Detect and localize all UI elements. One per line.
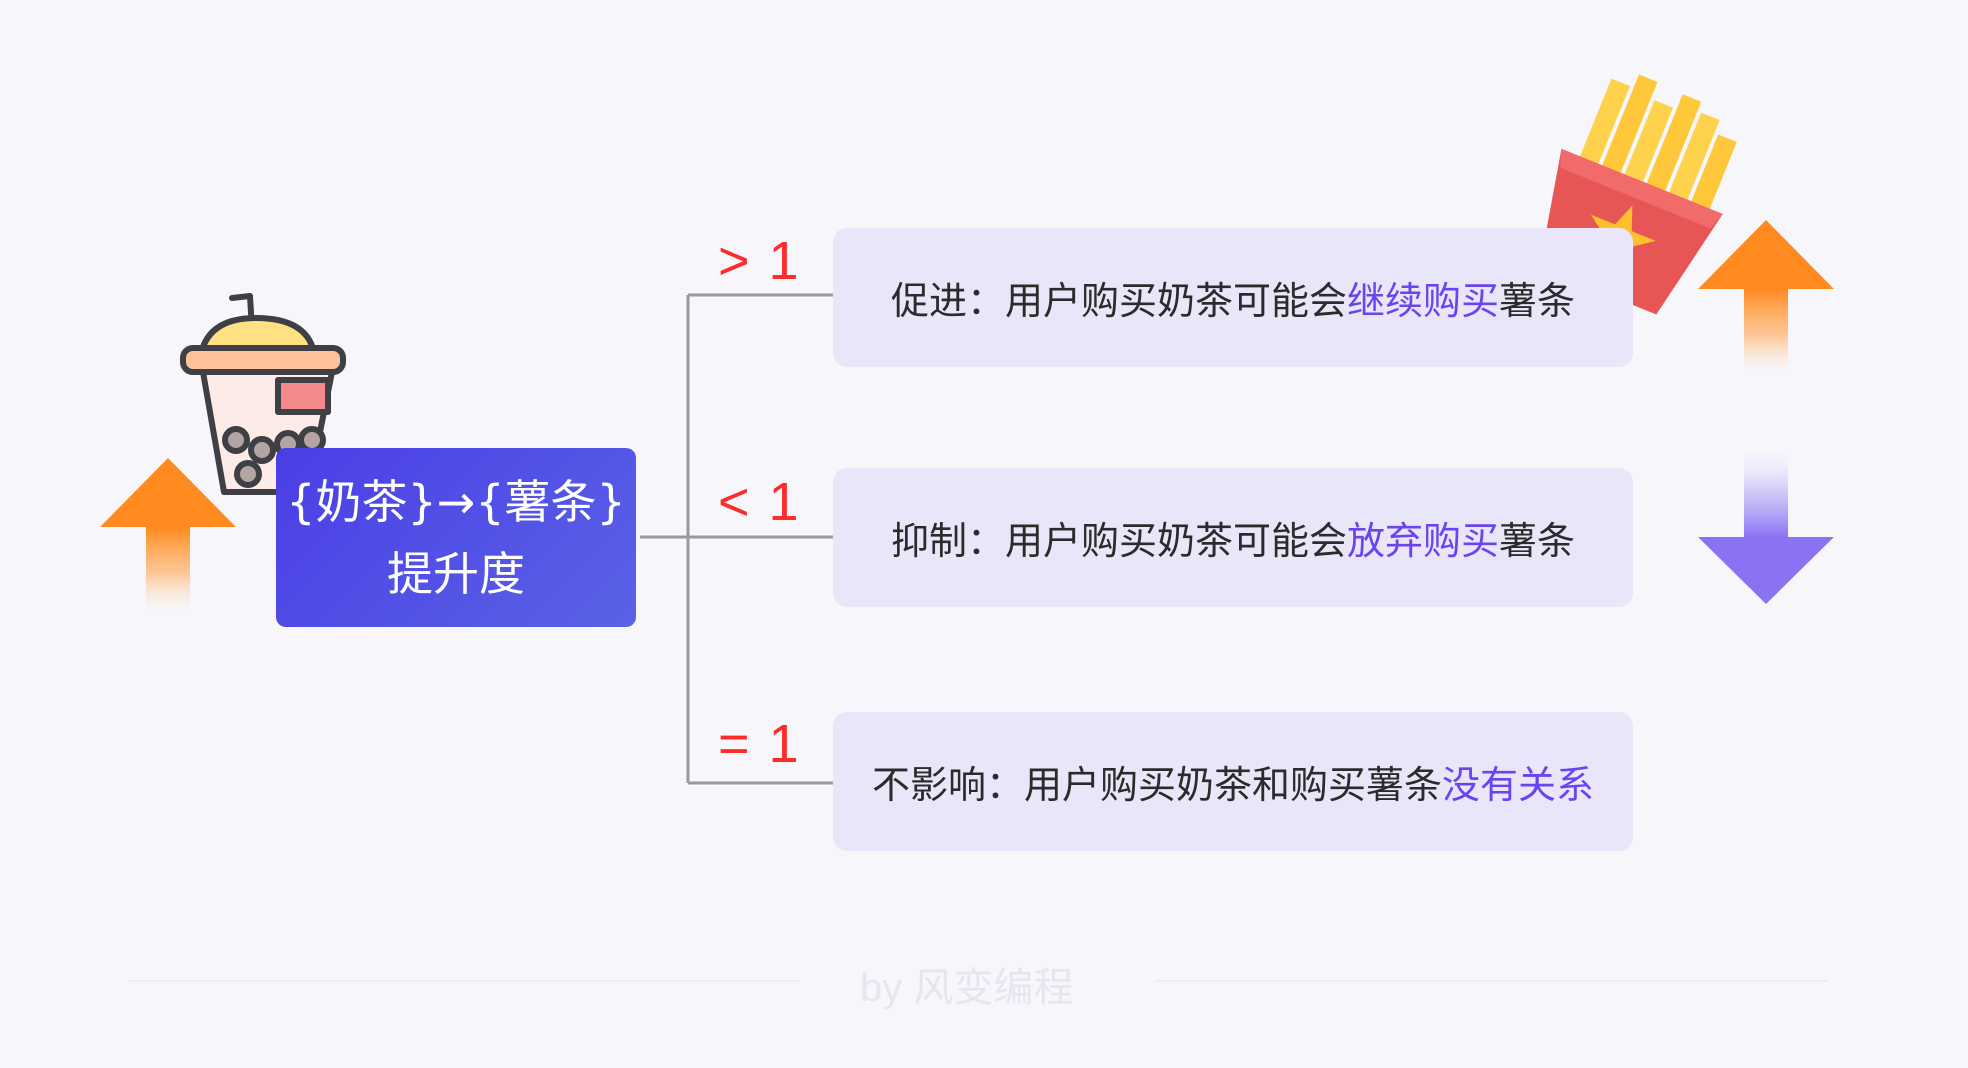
condition-label-greater: > 1	[718, 231, 801, 291]
result-text-end: 薯条	[1499, 279, 1576, 323]
arrow-down-icon	[1698, 440, 1834, 604]
result-text: 不影响：用户购买奶茶和购买薯条	[871, 763, 1442, 807]
result-highlight: 继续购买	[1346, 279, 1499, 323]
result-card-independent: 不影响：用户购买奶茶和购买薯条没有关系	[833, 712, 1633, 851]
result-text: 抑制：用户购买奶茶可能会	[890, 519, 1347, 563]
french-fries-icon	[1539, 74, 1737, 315]
condition-label-equal: = 1	[718, 714, 801, 774]
result-card-promote: 促进：用户购买奶茶可能会继续购买薯条	[833, 228, 1633, 367]
result-card-suppress: 抑制：用户购买奶茶可能会放弃购买薯条	[833, 468, 1633, 607]
condition-label-less: < 1	[718, 472, 801, 532]
result-text: 促进：用户购买奶茶可能会	[890, 279, 1347, 323]
arrow-up-icon	[1698, 220, 1834, 374]
lift-node: {奶茶}→{薯条} 提升度	[276, 448, 636, 627]
result-highlight: 没有关系	[1442, 763, 1595, 807]
result-highlight: 放弃购买	[1346, 519, 1499, 563]
arrow-up-icon	[100, 458, 236, 612]
result-text-end: 薯条	[1499, 519, 1576, 563]
watermark: by 风变编程	[860, 966, 1074, 1010]
lift-node-subtitle: 提升度	[387, 546, 525, 601]
connector-lines	[640, 293, 833, 785]
lift-node-title: {奶茶}→{薯条}	[286, 474, 626, 529]
